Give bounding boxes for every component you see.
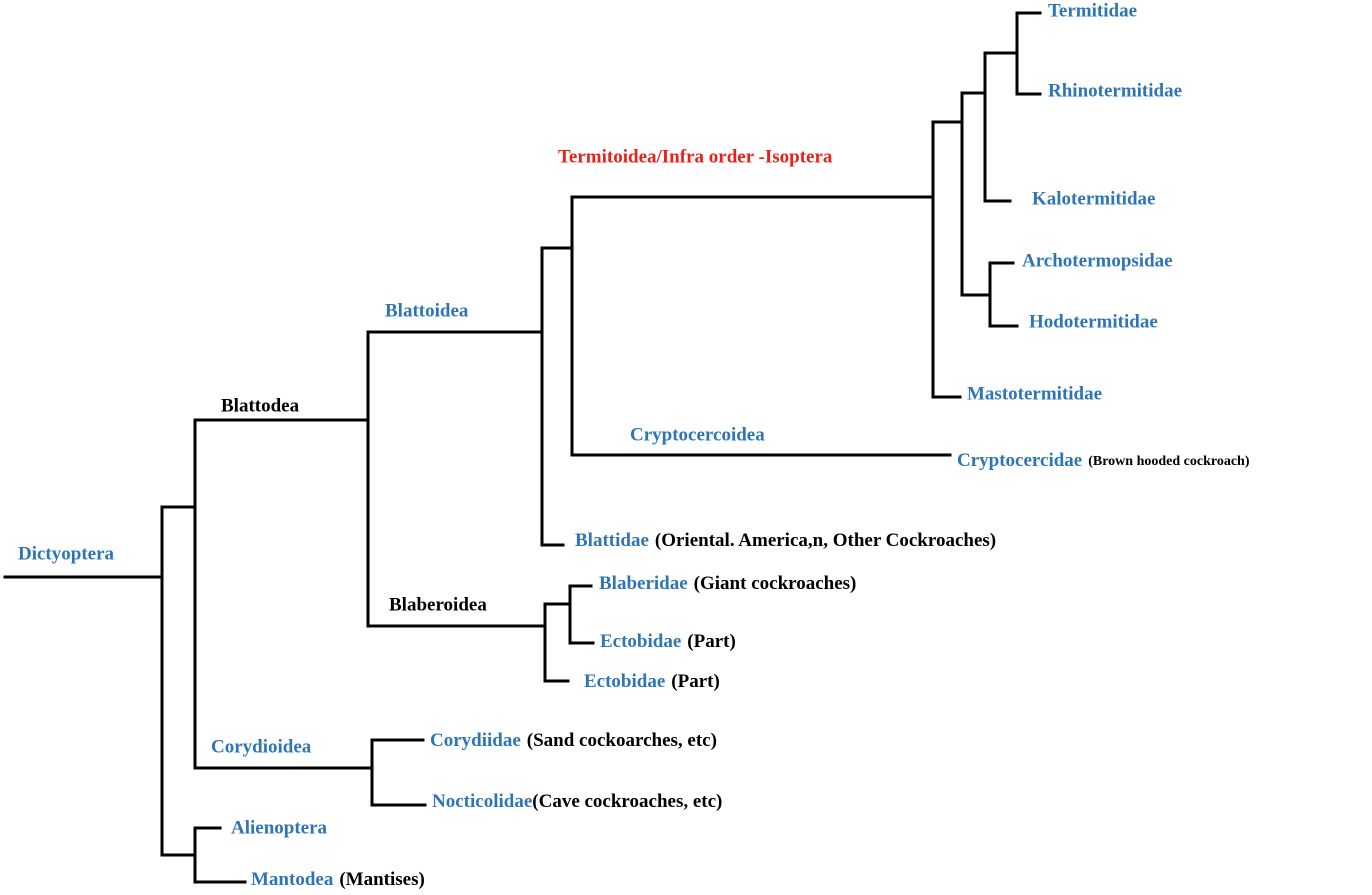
label-cryptocercidae-row: Cryptocercidae (Brown hooded cockroach)	[957, 450, 1250, 471]
label-termitidae: Termitidae	[1048, 0, 1137, 21]
label-corydiidae: Corydiidae	[430, 730, 521, 751]
label-nocticolidae-row: Nocticolidae(Cave cockroaches, etc)	[432, 791, 722, 812]
label-corydioidea: Corydioidea	[211, 736, 312, 757]
label-blattidae-row: Blattidae (Oriental. America,n, Other Coc…	[575, 530, 996, 551]
label-blattidae-note: (Oriental. America,n, Other Cockroaches)	[655, 530, 996, 551]
label-blattoidea: Blattoidea	[385, 300, 469, 321]
label-mantodea-note: (Mantises)	[339, 869, 424, 890]
label-mantodea: Mantodea	[251, 869, 334, 890]
label-ectobidae-a-note: (Part)	[687, 631, 736, 652]
label-rhinotermitidae: Rhinotermitidae	[1048, 80, 1182, 101]
label-cryptocercidae-note: (Brown hooded cockroach)	[1088, 454, 1250, 469]
label-blaberidae: Blaberidae	[599, 573, 688, 594]
label-blaberoidea: Blaberoidea	[389, 594, 487, 615]
label-nocticolidae: Nocticolidae	[432, 791, 532, 812]
label-dictyoptera: Dictyoptera	[18, 543, 115, 564]
label-cryptocercidae: Cryptocercidae	[957, 450, 1082, 471]
tree-labels: Dictyoptera Blattodea Blattoidea Termito…	[18, 0, 1250, 890]
label-mastotermitidae: Mastotermitidae	[967, 383, 1102, 404]
label-corydiidae-row: Corydiidae (Sand cockoarches, etc)	[430, 730, 717, 751]
label-ectobidae-a: Ectobidae	[600, 631, 681, 652]
label-ectobidae-a-row: Ectobidae (Part)	[600, 631, 736, 652]
label-nocticolidae-note: (Cave cockroaches, etc)	[532, 791, 722, 812]
tree-branches	[3, 11, 1042, 884]
label-blaberidae-note: (Giant cockroaches)	[694, 573, 857, 594]
label-mantodea-row: Mantodea(Mantises)	[251, 869, 425, 890]
label-kalotermitidae: Kalotermitidae	[1032, 188, 1155, 209]
label-archotermopsidae: Archotermopsidae	[1022, 250, 1173, 271]
label-blattodea: Blattodea	[221, 395, 300, 416]
label-blattidae: Blattidae	[575, 530, 649, 551]
label-cryptocercoidea: Cryptocercoidea	[630, 424, 765, 445]
label-corydiidae-note: (Sand cockoarches, etc)	[527, 730, 717, 751]
label-ectobidae-b: Ectobidae	[584, 671, 665, 692]
label-alienoptera: Alienoptera	[231, 817, 328, 838]
label-ectobidae-b-row: Ectobidae (Part)	[584, 671, 720, 692]
label-blaberidae-row: Blaberidae (Giant cockroaches)	[599, 573, 856, 594]
label-hodotermitidae: Hodotermitidae	[1029, 311, 1158, 332]
label-ectobidae-b-note: (Part)	[671, 671, 720, 692]
label-termitoidea: Termitoidea/Infra order -Isoptera	[558, 146, 833, 167]
